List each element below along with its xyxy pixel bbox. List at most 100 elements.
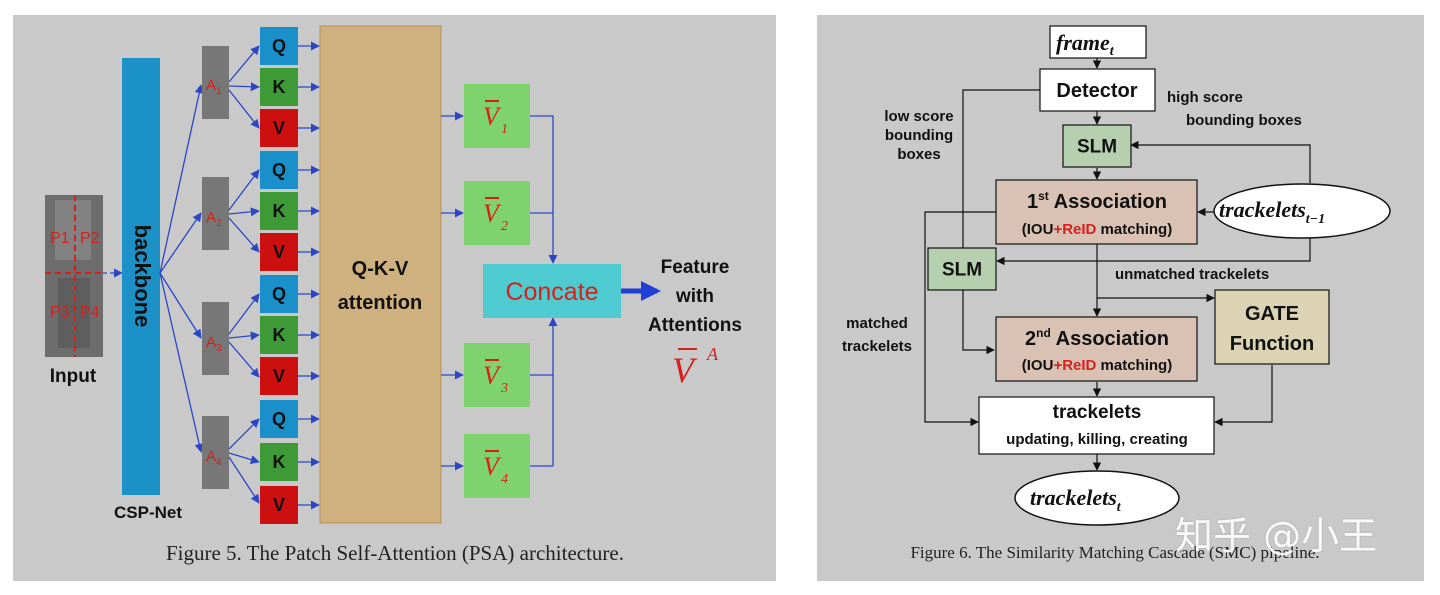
k-block (260, 68, 298, 106)
patch-label-p3: P3 (50, 304, 70, 321)
q-letter: Q (272, 160, 286, 180)
k-letter: K (273, 201, 286, 221)
backbone-label: backbone (130, 225, 155, 328)
svg-text:3: 3 (500, 381, 508, 396)
va-symbol: V A (672, 344, 719, 390)
low-score-label-line2: bounding (885, 127, 953, 144)
v-block (260, 486, 298, 524)
v-bar-label-2: V 2 (483, 197, 508, 234)
tracklets-update-title: trackelets (1053, 402, 1142, 423)
svg-text:2: 2 (501, 219, 508, 234)
gate-label-line2: Function (1230, 333, 1314, 355)
svg-text:V: V (672, 350, 698, 390)
v-letter: V (273, 366, 285, 386)
second-association-box (995, 316, 1198, 382)
patch-label-p4: P4 (80, 304, 100, 321)
attn-patch-2: A2 (202, 177, 229, 250)
first-association-box (995, 179, 1198, 245)
svg-text:V: V (483, 361, 502, 390)
input-label: Input (50, 366, 97, 387)
feature-label-line3: Attentions (648, 315, 742, 336)
v-bar-block-2 (464, 181, 530, 245)
gate-function-box (1214, 289, 1330, 365)
slm-label-top: SLM (1077, 137, 1117, 158)
slm-box-bottom (927, 247, 997, 291)
svg-text:A: A (706, 344, 719, 364)
unmatched-label: unmatched trackelets (1115, 266, 1269, 283)
attention-label-line1: Q-K-V (352, 258, 409, 280)
frame-box (1049, 25, 1147, 59)
svg-text:V: V (483, 102, 502, 131)
first-association-title: 1st Association (1027, 189, 1167, 213)
v-bar-label-3: V 3 (483, 359, 508, 396)
svg-text:V: V (483, 452, 502, 481)
k-block (260, 316, 298, 354)
high-score-label-line1: high score (1167, 89, 1243, 106)
q-block (260, 275, 298, 313)
q-block (260, 151, 298, 189)
low-score-label-line3: boxes (897, 146, 940, 163)
second-association-detail: (IOU+ReID matching) (1022, 357, 1172, 374)
qkv-attention-block (319, 25, 442, 524)
backbone-block (122, 58, 160, 495)
tracklets-out-label: trackeletst (1030, 485, 1122, 515)
q-letter: Q (272, 409, 286, 429)
v-letter: V (273, 495, 285, 515)
low-score-label-line1: low score (884, 108, 953, 125)
feature-label-line1: Feature (661, 257, 730, 278)
slm-box-top (1062, 124, 1132, 168)
attn-patch-4: A4 (202, 416, 229, 489)
tracklets-prev-label: trackeletst−1 (1219, 197, 1325, 227)
frame-label: framet (1056, 30, 1115, 59)
q-block (260, 400, 298, 438)
k-block (260, 192, 298, 230)
input-image (45, 195, 103, 357)
v-letter: V (273, 118, 285, 138)
svg-text:V: V (483, 199, 502, 228)
csp-net-label: CSP-Net (114, 503, 182, 522)
v-letter: V (273, 242, 285, 262)
q-block (260, 27, 298, 65)
k-block (260, 443, 298, 481)
k-letter: K (273, 77, 286, 97)
patch-label-p1: P1 (50, 230, 70, 247)
psa-diagram: P1 P2 P3 P4 Input backbone CSP-Net A 1 A2… (45, 25, 742, 565)
second-association-title: 2nd Association (1025, 326, 1169, 350)
zhihu-watermark: 知乎 @小王 (1175, 514, 1378, 558)
k-letter: K (273, 325, 286, 345)
k-letter: K (273, 452, 286, 472)
v-bar-block-3 (464, 343, 530, 407)
tracklets-prev-ellipse (1213, 183, 1391, 239)
slm-label-bottom: SLM (942, 260, 982, 281)
gate-label-line1: GATE (1245, 303, 1299, 325)
smc-diagram: framet Detector high score bounding boxe… (842, 25, 1391, 562)
v-bar-block-4 (464, 434, 530, 498)
smc-caption: Figure 6. The Similarity Matching Cascad… (910, 543, 1319, 562)
feature-label-line2: with (675, 286, 714, 307)
tracklets-out-ellipse (1014, 470, 1180, 526)
concat-label: Concate (505, 278, 598, 306)
svg-text:1: 1 (501, 122, 508, 137)
psa-caption: Figure 5. The Patch Self-Attention (PSA)… (166, 541, 624, 565)
matched-label-line2: trackelets (842, 338, 912, 355)
v-bar-label-4: V 4 (483, 450, 508, 487)
high-score-label-line2: bounding boxes (1186, 112, 1302, 129)
v-block (260, 357, 298, 395)
detector-box (1039, 68, 1156, 112)
v-bar-block-1 (464, 84, 530, 148)
v-bar-label-1: V 1 (483, 100, 508, 137)
first-association-detail: (IOU+ReID matching) (1022, 221, 1172, 238)
v-block (260, 109, 298, 147)
concat-block (483, 264, 621, 318)
tracklets-update-box (978, 396, 1215, 455)
detector-label: Detector (1056, 80, 1137, 102)
q-letter: Q (272, 284, 286, 304)
attn-patch-3: A3 (202, 302, 229, 375)
patch-label-p2: P2 (80, 230, 100, 247)
svg-text:4: 4 (501, 472, 508, 487)
matched-label-line1: matched (846, 315, 908, 332)
v-block (260, 233, 298, 271)
tracklets-update-detail: updating, killing, creating (1006, 431, 1188, 448)
q-letter: Q (272, 36, 286, 56)
